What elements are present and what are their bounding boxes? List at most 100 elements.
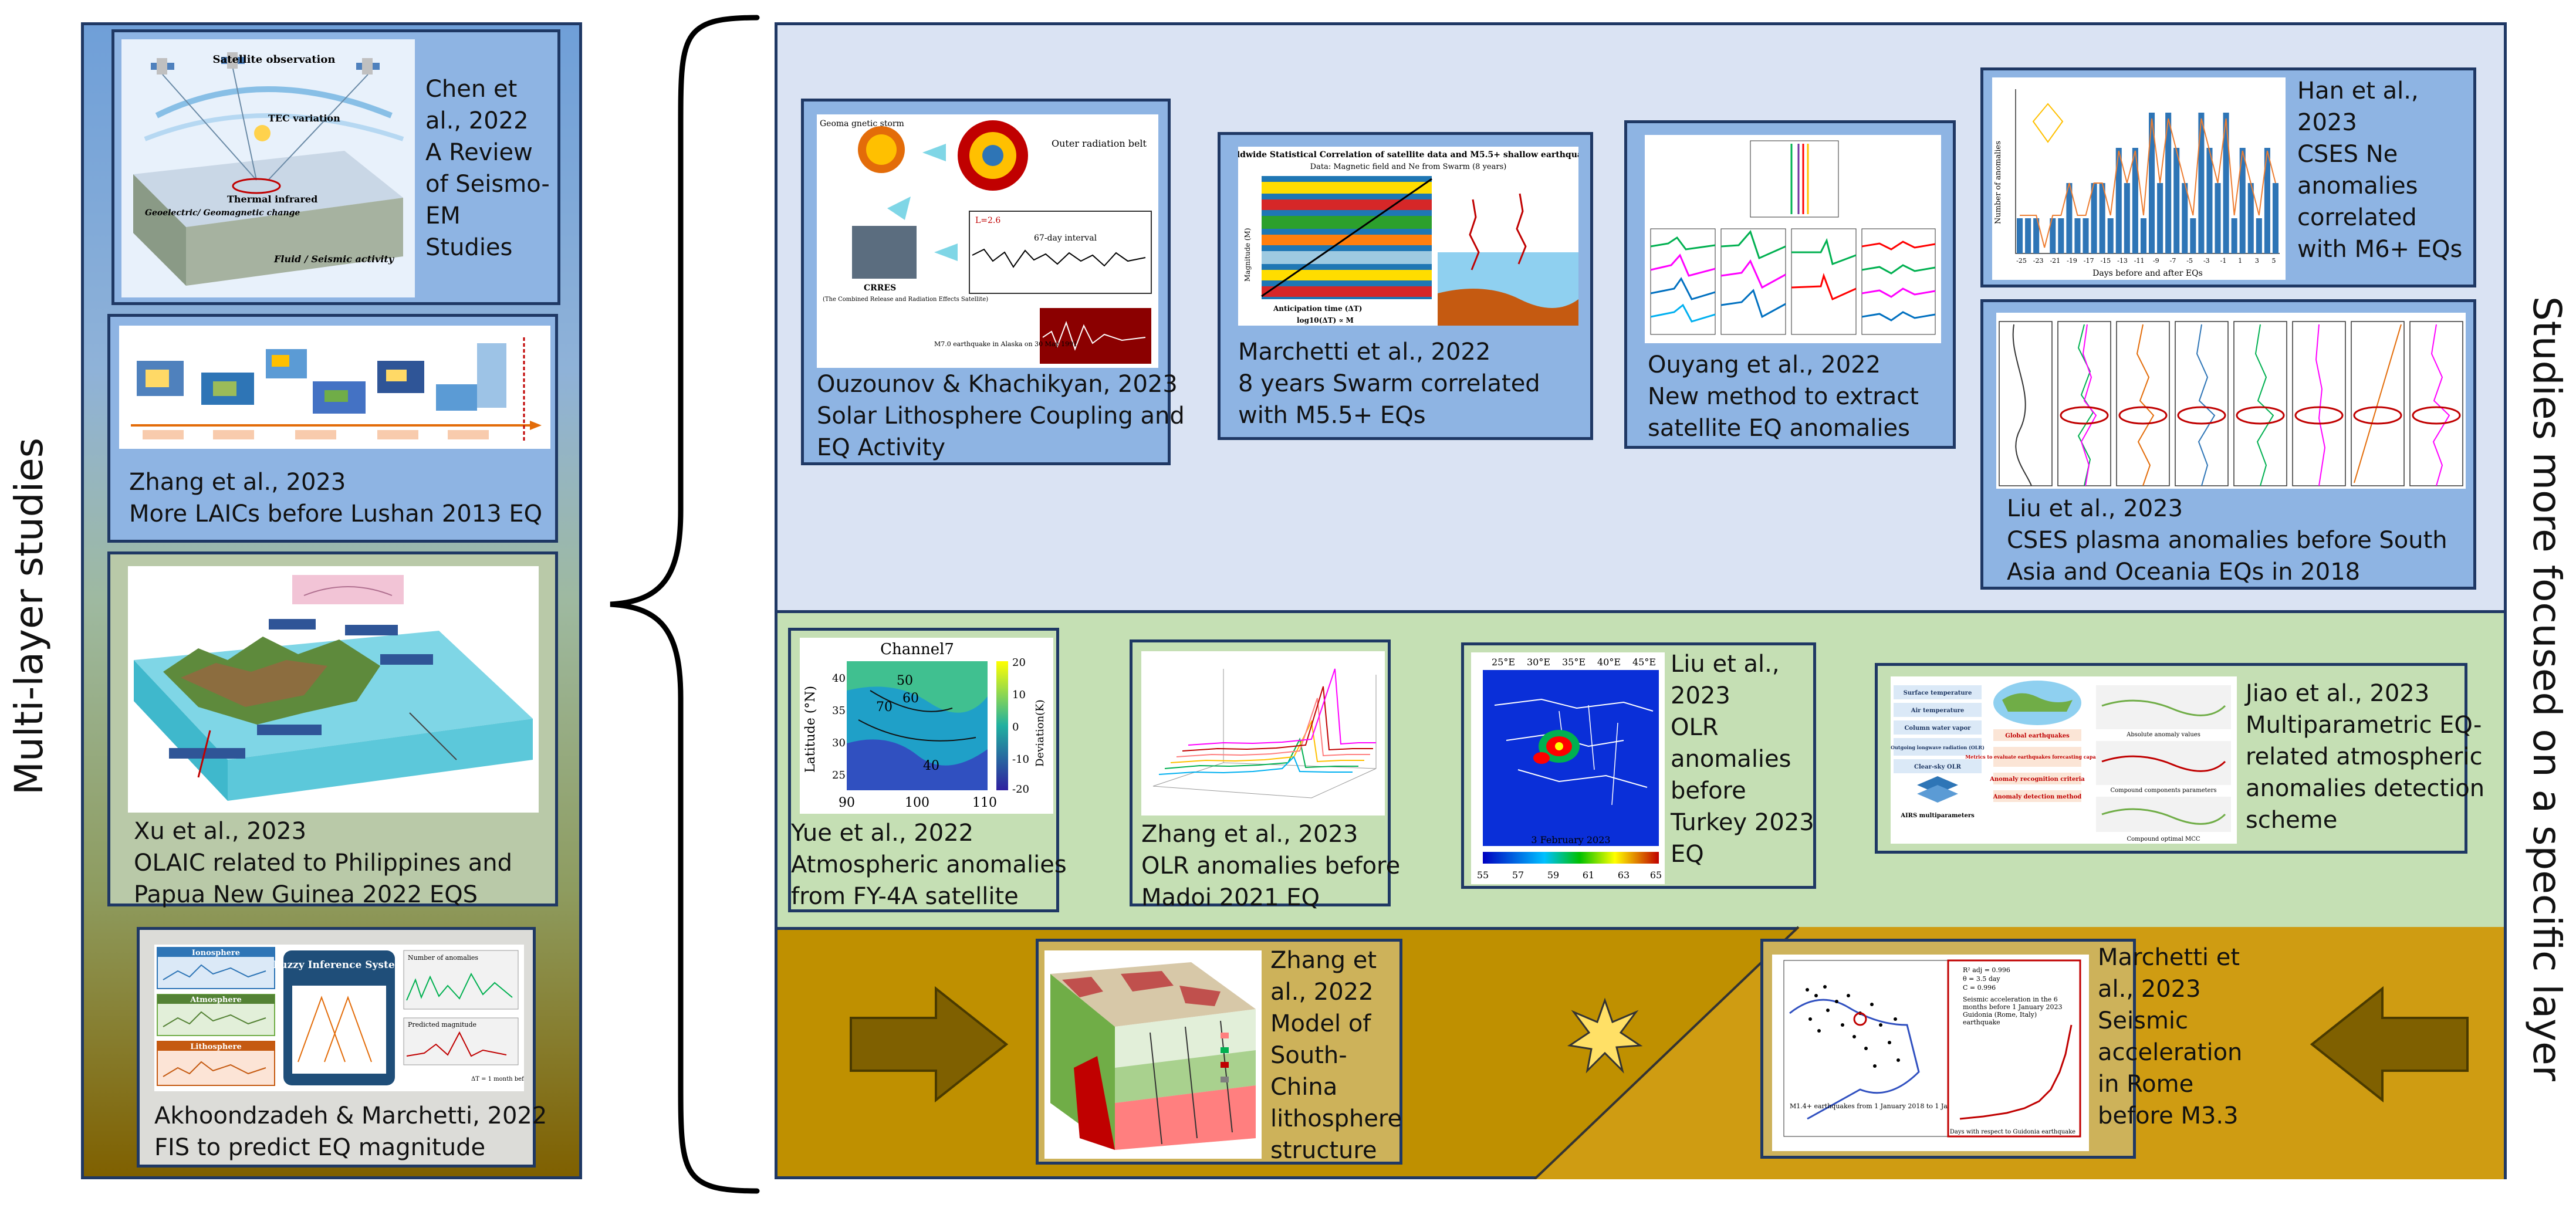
fig-yue-contour: 40 xyxy=(923,759,939,773)
figure-ouyang-signals xyxy=(1645,135,1941,343)
fig-jiao-item: Outgoing longwave radiation (OLR) xyxy=(1891,745,1985,750)
fig-jiao-step: Metrics to evaluate earthquakes forecast… xyxy=(1965,754,2110,760)
study-caption-han: Han et al., 2023 CSES Ne anomalies corre… xyxy=(2297,75,2462,265)
fig-chen-label-thermal: Thermal infrared xyxy=(227,194,317,205)
fig-liu-cbar-tick: 59 xyxy=(1547,869,1559,881)
fig-yue-xtick: 110 xyxy=(972,796,997,810)
fig-liu-lon: 30°E xyxy=(1527,657,1550,668)
fig-yue-ytick: 30 xyxy=(832,737,846,749)
han-bar xyxy=(2115,148,2122,253)
han-bar xyxy=(2124,183,2130,253)
study-card-liu-2023-turkey: 25°E 30°E 35°E 40°E 45°E 3 February 2023… xyxy=(1461,642,1816,889)
study-card-zhang-2023-madoi: Zhang et al., 2023 OLR anomalies before … xyxy=(1130,639,1400,911)
study-caption-ouyang: Ouyang et al., 2022 New method to extrac… xyxy=(1648,349,1919,444)
study-caption-marchetti22: Marchetti et al., 2022 8 years Swarm cor… xyxy=(1238,336,1540,431)
han-bar xyxy=(2239,148,2246,253)
caption-line: Chen et xyxy=(425,76,518,103)
fig-yue-ytick: 40 xyxy=(832,672,846,685)
study-caption-xu: Xu et al., 2023 OLAIC related to Philipp… xyxy=(134,816,512,911)
figure-fis-diagram: Ionosphere Atmosphere Lithosphere Fuzzy … xyxy=(154,945,524,1091)
fig-liu-lon: 40°E xyxy=(1597,657,1621,668)
figure-lithosphere-block xyxy=(1044,950,1262,1159)
han-xtick-label: -9 xyxy=(2153,257,2159,265)
fig-jiao-item: Clear-sky OLR xyxy=(1914,764,1962,770)
fig-fis-output-anomalies: Number of anomalies xyxy=(408,954,478,962)
fig-mar23-legend: C = 0.996 xyxy=(1963,984,1996,992)
figure-olaic-3d-terrain xyxy=(128,566,539,813)
caption-line: Zhang et al., 2023 xyxy=(129,469,346,496)
study-caption-zhang-madoi: Zhang et al., 2023 OLR anomalies before … xyxy=(1141,818,1400,913)
figure-jiao-scheme: Surface temperature Air temperature Colu… xyxy=(1891,676,2237,844)
caption-line: satellite EQ anomalies xyxy=(1648,415,1910,442)
caption-line: with M5.5+ EQs xyxy=(1238,402,1426,429)
study-caption-yue: Yue et al., 2022 Atmospheric anomalies f… xyxy=(791,817,1067,912)
fig-liu-lon: 25°E xyxy=(1492,657,1515,668)
study-caption-ouzounov: Ouzounov & Khachikyan, 2023 Solar Lithos… xyxy=(817,368,1185,463)
caption-line: Jiao et al., 2023 xyxy=(2246,680,2430,707)
caption-line: Liu et al., 2023 xyxy=(2007,495,2183,522)
figure-cses-plasma-profiles xyxy=(1996,313,2466,489)
fig-chen-label-satellite: Satellite observation xyxy=(212,53,335,66)
han-xtick-label: -17 xyxy=(2084,257,2094,265)
han-bar xyxy=(2182,183,2188,253)
study-caption-zhang-lithosphere: Zhang et al., 2022 Model of South- China… xyxy=(1270,945,1402,1166)
han-bar xyxy=(2140,218,2146,253)
caption-line: lithosphere xyxy=(1270,1105,1402,1132)
han-bar xyxy=(2264,148,2270,253)
han-bar xyxy=(2247,183,2254,253)
figure-turkey-olr-map: 25°E 30°E 35°E 40°E 45°E 3 February 2023… xyxy=(1471,652,1665,884)
caption-line: anomalies detection xyxy=(2246,775,2485,802)
caption-line: acceleration xyxy=(2098,1039,2243,1066)
study-card-zhang-2023-lushan: Zhang et al., 2023 More LAICs before Lus… xyxy=(107,314,558,543)
fig-jiao-map: Compound components parameters xyxy=(2110,787,2216,794)
caption-line: Atmospheric anomalies xyxy=(791,851,1067,878)
caption-line: A Review xyxy=(425,139,533,166)
han-bar xyxy=(2033,218,2040,253)
study-card-chen-2022: Satellite observation TEC variation Ther… xyxy=(111,29,560,305)
fig-ouz-storm: Geoma gnetic storm xyxy=(820,119,904,128)
han-bar xyxy=(2256,218,2262,253)
caption-line: Studies xyxy=(425,234,513,261)
fig-mar22-title: Worldwide Statistical Correlation of sat… xyxy=(1238,150,1578,160)
fig-mar23-legend: θ = 3.5 day xyxy=(1963,975,2000,983)
caption-line: FIS to predict EQ magnitude xyxy=(154,1134,486,1161)
fig-mar23-xlabel: Days with respect to Guidonia earthquake xyxy=(1950,1129,2075,1135)
caption-line: before xyxy=(1671,777,1746,804)
left-side-label: Multi-layer studies xyxy=(6,437,52,795)
fig-fis-output-magnitude: Predicted magnitude xyxy=(408,1021,476,1028)
study-caption-liu-cses: Liu et al., 2023 CSES plasma anomalies b… xyxy=(2007,493,2447,588)
han-xtick-label: -5 xyxy=(2186,257,2193,265)
figure-solar-lithosphere: Geoma gnetic storm Outer radiation belt … xyxy=(817,114,1158,368)
fig-yue-cbar-tick: -20 xyxy=(1012,783,1029,796)
caption-line: Multiparametric EQ- xyxy=(2246,712,2482,739)
han-xtick-label: -25 xyxy=(2016,257,2027,265)
grouping-brace xyxy=(610,15,760,1194)
caption-line: with M6+ EQs xyxy=(2297,236,2463,263)
caption-line: OLR xyxy=(1671,714,1719,741)
fig-jiao-step: Anomaly detection method xyxy=(1993,794,2082,800)
han-xtick-label: 5 xyxy=(2272,257,2276,265)
han-xtick-label: -19 xyxy=(2067,257,2077,265)
study-caption-jiao: Jiao et al., 2023 Multiparametric EQ- re… xyxy=(2246,678,2484,836)
caption-line: Ouyang et al., 2022 xyxy=(1648,351,1881,378)
arrow-left-icon xyxy=(2310,986,2469,1103)
caption-line: Marchetti et al., 2022 xyxy=(1238,339,1491,366)
fig-fis-note: ΔT = 1 month before the earthquake xyxy=(471,1076,524,1082)
fig-yue-title: Channel7 xyxy=(880,641,954,658)
caption-line: Solar Lithosphere Coupling and xyxy=(817,402,1185,429)
study-card-zhang-2022-lithosphere: Zhang et al., 2022 Model of South- China… xyxy=(1036,939,1402,1165)
caption-line: EM xyxy=(425,202,461,229)
caption-line: anomalies xyxy=(2297,172,2418,199)
figure-laic-timeline xyxy=(119,326,550,449)
fig-jiao-airs: AIRS multiparameters xyxy=(1900,813,1975,819)
fig-liu-cbar-tick: 55 xyxy=(1477,869,1489,881)
fig-yue-contour: 70 xyxy=(876,700,893,715)
fig-liu-date: 3 February 2023 xyxy=(1531,834,1610,845)
fig-fis-title: Fuzzy Inference System xyxy=(273,959,405,971)
caption-line: Ouzounov & Khachikyan, 2023 xyxy=(817,371,1178,398)
caption-line: OLR anomalies before xyxy=(1141,852,1401,879)
caption-line: CSES plasma anomalies before South xyxy=(2007,527,2447,554)
caption-line: correlated xyxy=(2297,204,2417,231)
